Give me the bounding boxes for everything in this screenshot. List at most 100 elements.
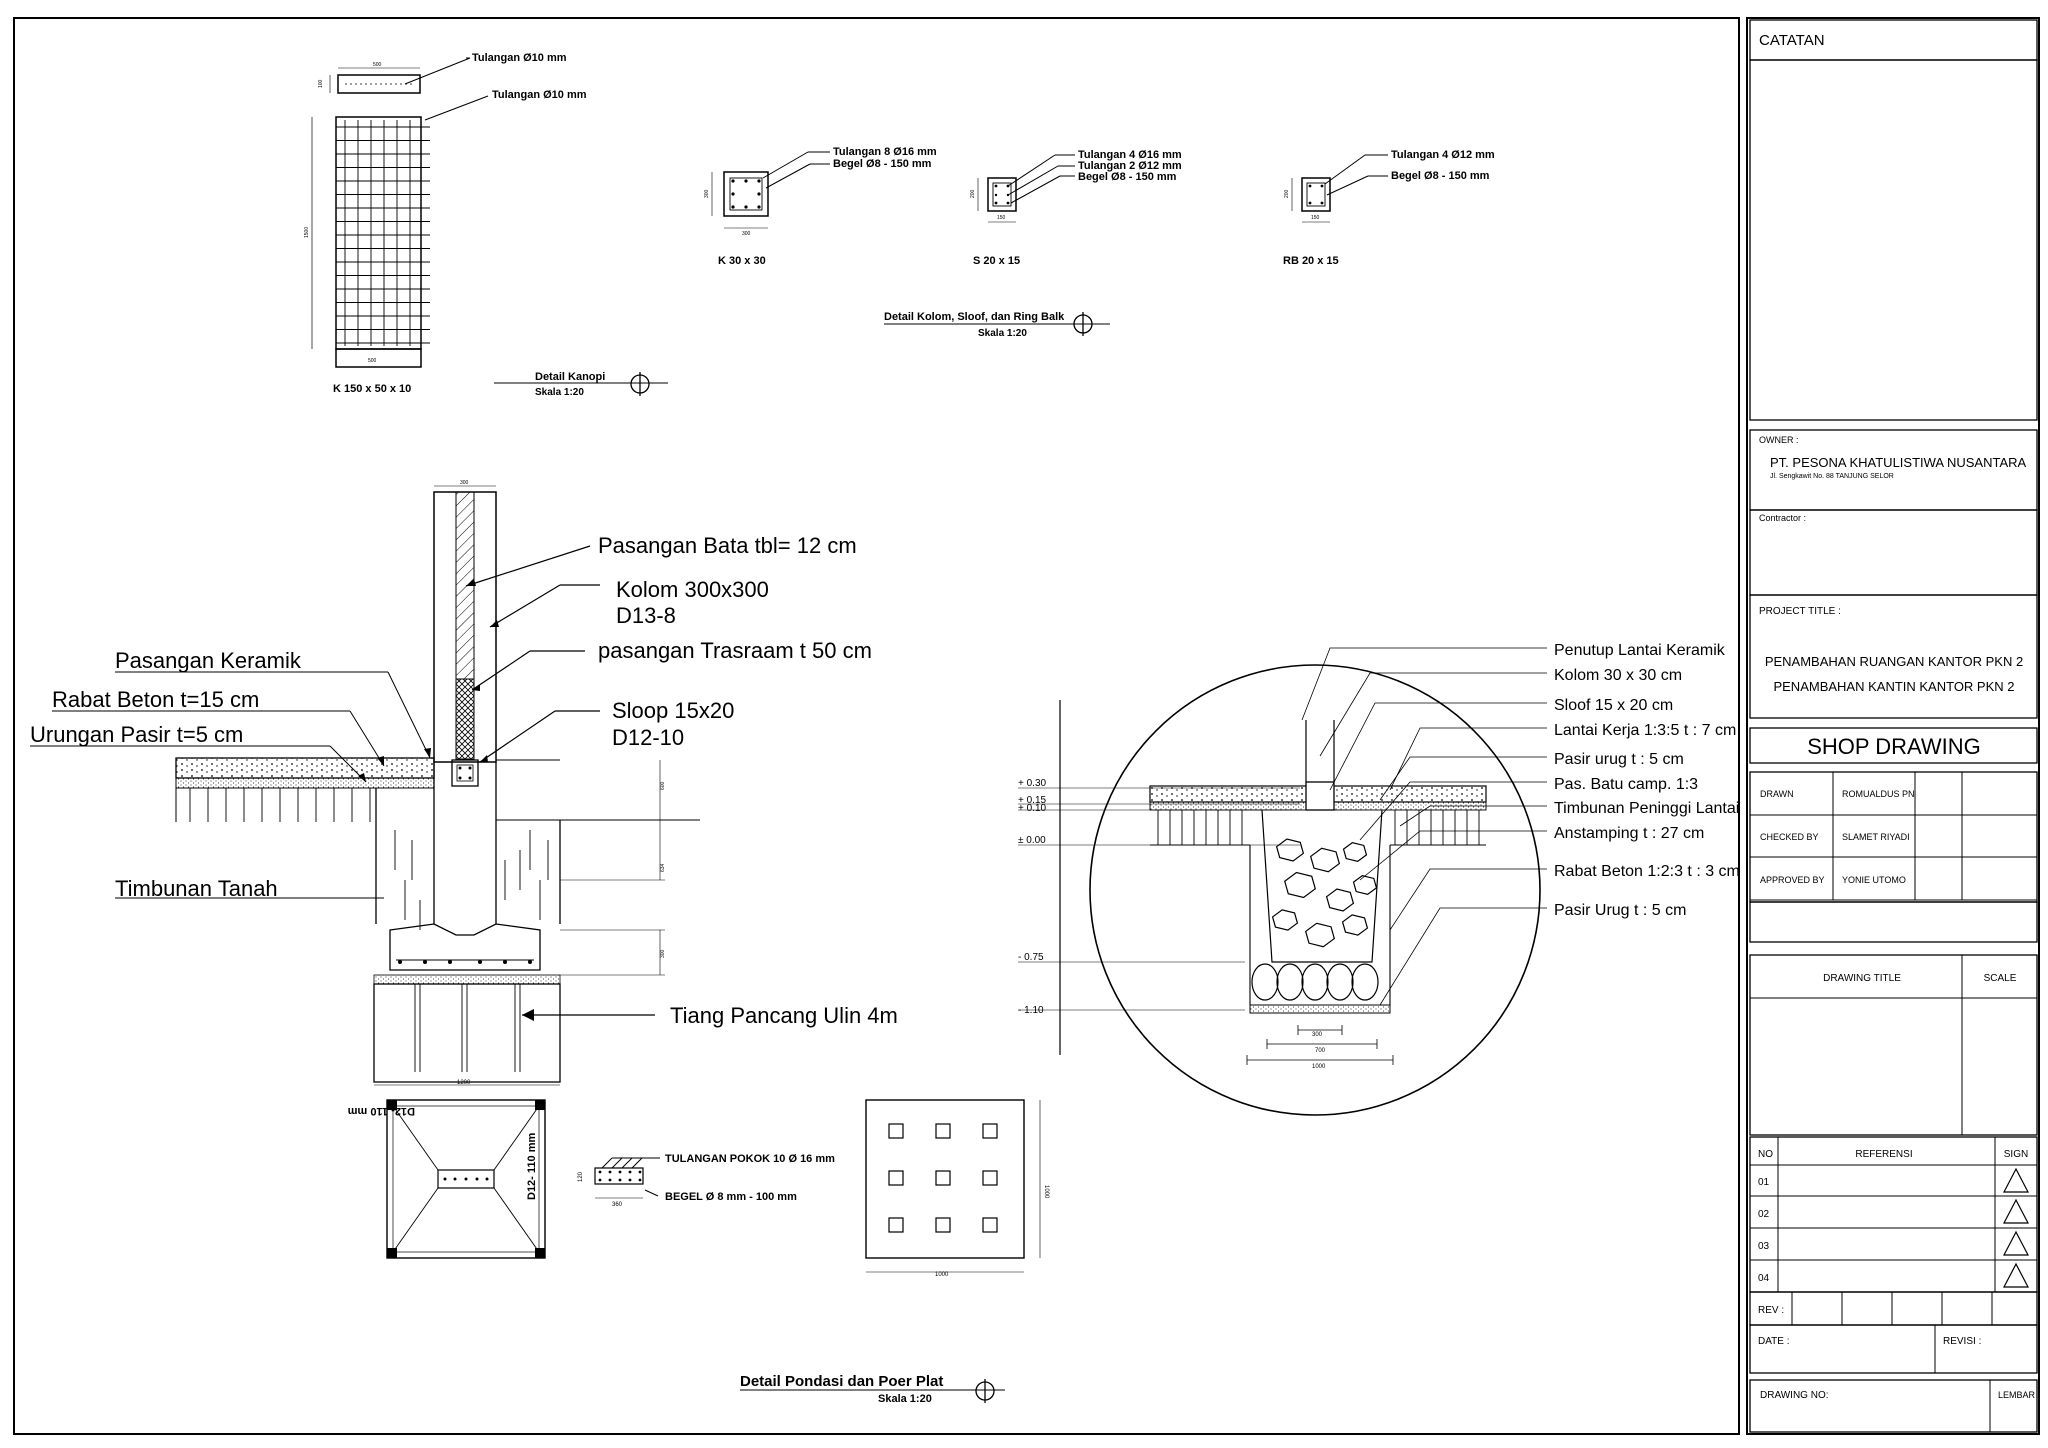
triangle-icon <box>2003 1167 2029 1193</box>
rb-label1: Tulangan 4 Ø12 mm <box>1391 149 1495 161</box>
lantai-dim-700: 700 <box>1315 1048 1326 1054</box>
drawn-label: DRAWN <box>1760 789 1794 799</box>
scale-label: SCALE <box>1984 973 2017 984</box>
lvl-030: + 0.30 <box>1018 778 1047 789</box>
pondasi-dim-300: 300 <box>660 949 666 958</box>
kolom-title: Detail Kolom, Sloof, dan Ring Balk <box>884 311 1065 323</box>
sec-dim-h: 120 <box>578 1171 584 1182</box>
row-02: 02 <box>1758 1209 1770 1220</box>
lantai-dim-1000: 1000 <box>1312 1064 1326 1070</box>
pondasi-title: Detail Pondasi dan Poer Plat <box>740 1373 943 1390</box>
sign-label: SIGN <box>2004 1149 2028 1160</box>
ref-label: REFERENSI <box>1855 1149 1912 1160</box>
project-line1: PENAMBAHAN RUANGAN KANTOR PKN 2 <box>1765 654 2023 669</box>
lantai-l1: Penutup Lantai Keramik <box>1554 642 1726 659</box>
label-sloop1: Sloop 15x20 <box>612 698 734 723</box>
label-trasraam: pasangan Trasraam t 50 cm <box>598 638 872 663</box>
sec-label2: BEGEL Ø 8 mm - 100 mm <box>665 1191 797 1203</box>
row-03: 03 <box>1758 1241 1770 1252</box>
rev-label: REV : <box>1758 1305 1784 1316</box>
lantai-detail: + 0.30 + 0.15 + 0.10 ± 0.00 - 0.75 - 1.1… <box>1018 642 1740 1116</box>
label-tiang: Tiang Pancang Ulin 4m <box>670 1003 898 1028</box>
s-label2: Tulangan 2 Ø12 mm <box>1078 160 1182 172</box>
lantai-l2: Kolom 30 x 30 cm <box>1554 667 1682 684</box>
sec-label1: TULANGAN POKOK 10 Ø 16 mm <box>665 1153 835 1165</box>
label-kolom2: D13-8 <box>616 603 676 628</box>
date-label: DATE : <box>1758 1336 1789 1347</box>
pondasi-dim-634: 634 <box>660 863 666 872</box>
lantai-l9: Rabat Beton 1:2:3 t : 3 cm <box>1554 863 1740 880</box>
project-label: PROJECT TITLE : <box>1759 606 1841 617</box>
lantai-l4: Lantai Kerja 1:3:5 t : 7 cm <box>1554 722 1736 739</box>
no-label: NO <box>1758 1149 1773 1160</box>
kanopi-side-label: Tulangan Ø10 mm <box>492 89 587 101</box>
k-dim-side: 300 <box>704 189 710 198</box>
owner-name: PT. PESONA KHATULISTIWA NUSANTARA <box>1770 455 2027 470</box>
kanopi-detail: 500 100 Tulangan Ø10 mm Tulangan Ø10 mm … <box>304 52 668 398</box>
kanopi-name: K 150 x 50 x 10 <box>333 383 411 395</box>
lantai-l7: Timbunan Peninggi Lantai <box>1554 800 1739 817</box>
row-04: 04 <box>1758 1273 1770 1284</box>
rb-label2: Begel Ø8 - 150 mm <box>1391 170 1490 182</box>
pondasi-scale: Skala 1:20 <box>878 1393 932 1405</box>
triangle-icon <box>2003 1198 2029 1224</box>
s-label3: Begel Ø8 - 150 mm <box>1078 171 1177 183</box>
revisi-label: REVISI : <box>1943 1336 1981 1347</box>
lantai-l5: Pasir urug t : 5 cm <box>1554 751 1684 768</box>
lembar-label: LEMBAR <box>1998 1390 2036 1400</box>
kolom-detail: 300 300 Tulangan 8 Ø16 mm Begel Ø8 - 150… <box>704 146 1495 339</box>
k-name: K 30 x 30 <box>718 255 766 267</box>
label-timbunan: Timbunan Tanah <box>115 876 278 901</box>
label-urugan: Urungan Pasir t=5 cm <box>30 722 243 747</box>
checked-label: CHECKED BY <box>1760 832 1819 842</box>
drawing-no-label: DRAWING NO: <box>1760 1390 1829 1401</box>
label-kolom1: Kolom 300x300 <box>616 577 769 602</box>
drawn-name: ROMUALDUS PN <box>1842 789 1915 799</box>
lantai-l8: Anstamping t : 27 cm <box>1554 825 1704 842</box>
kolom-scale: Skala 1:20 <box>978 328 1027 339</box>
owner-label: OWNER : <box>1759 435 1799 445</box>
contractor-label: Contractor : <box>1759 513 1806 523</box>
rb-dim-bottom: 150 <box>1311 215 1320 221</box>
kanopi-top-label: Tulangan Ø10 mm <box>472 52 567 64</box>
s-label1: Tulangan 4 Ø16 mm <box>1078 149 1182 161</box>
k-dim-bottom: 300 <box>742 231 751 237</box>
plan-label-side: D12- 110 mm <box>526 1133 538 1200</box>
kanopi-dim-top: 500 <box>373 62 382 68</box>
drawing-title-label: DRAWING TITLE <box>1823 973 1901 984</box>
rb-name: RB 20 x 15 <box>1283 255 1339 267</box>
checked-name: SLAMET RIYADI <box>1842 832 1910 842</box>
poer-dim-h: 1000 <box>1043 1185 1049 1199</box>
lvl-000: ± 0.00 <box>1018 835 1046 846</box>
pondasi-detail: 300 1200 <box>30 480 1049 1405</box>
lvl-110: - 1.10 <box>1018 1005 1044 1016</box>
rb-dim-side: 200 <box>1284 189 1290 198</box>
k-label2: Begel Ø8 - 150 mm <box>833 158 932 170</box>
pondasi-dim-1200: 1200 <box>457 1080 471 1086</box>
title-block: CATATAN OWNER : PT. PESONA KHATULISTIWA … <box>1749 19 2038 1433</box>
lvl-015: + 0.15 <box>1018 795 1047 806</box>
sec-dim-w: 360 <box>612 1202 623 1208</box>
s-dim-side: 200 <box>970 189 976 198</box>
lantai-l10: Pasir Urug t : 5 cm <box>1554 902 1686 919</box>
k-label1: Tulangan 8 Ø16 mm <box>833 146 937 158</box>
label-keramik: Pasangan Keramik <box>115 648 302 673</box>
s-dim-bottom: 150 <box>997 215 1006 221</box>
titleblock-frame <box>1746 17 2040 1435</box>
poer-dim-w: 1000 <box>935 1272 949 1278</box>
shop-drawing-label: SHOP DRAWING <box>1807 734 1981 759</box>
lvl-075: - 0.75 <box>1018 952 1044 963</box>
lantai-dim-300: 300 <box>1312 1032 1323 1038</box>
triangle-icon <box>2003 1262 2029 1288</box>
drawing-frame <box>13 17 1740 1435</box>
label-sloop2: D12-10 <box>612 725 684 750</box>
label-bata: Pasangan Bata tbl= 12 cm <box>598 533 857 558</box>
kanopi-dim-small: 100 <box>318 79 324 88</box>
kanopi-dim-side: 1500 <box>304 227 310 238</box>
owner-addr: Jl. Sengkawit No. 88 TANJUNG SELOR <box>1770 473 1894 480</box>
lvl-010: + 0.10 <box>1018 803 1047 814</box>
kanopi-scale: Skala 1:20 <box>535 387 584 398</box>
row-01: 01 <box>1758 1177 1770 1188</box>
kanopi-dim-bottom: 500 <box>368 358 377 364</box>
